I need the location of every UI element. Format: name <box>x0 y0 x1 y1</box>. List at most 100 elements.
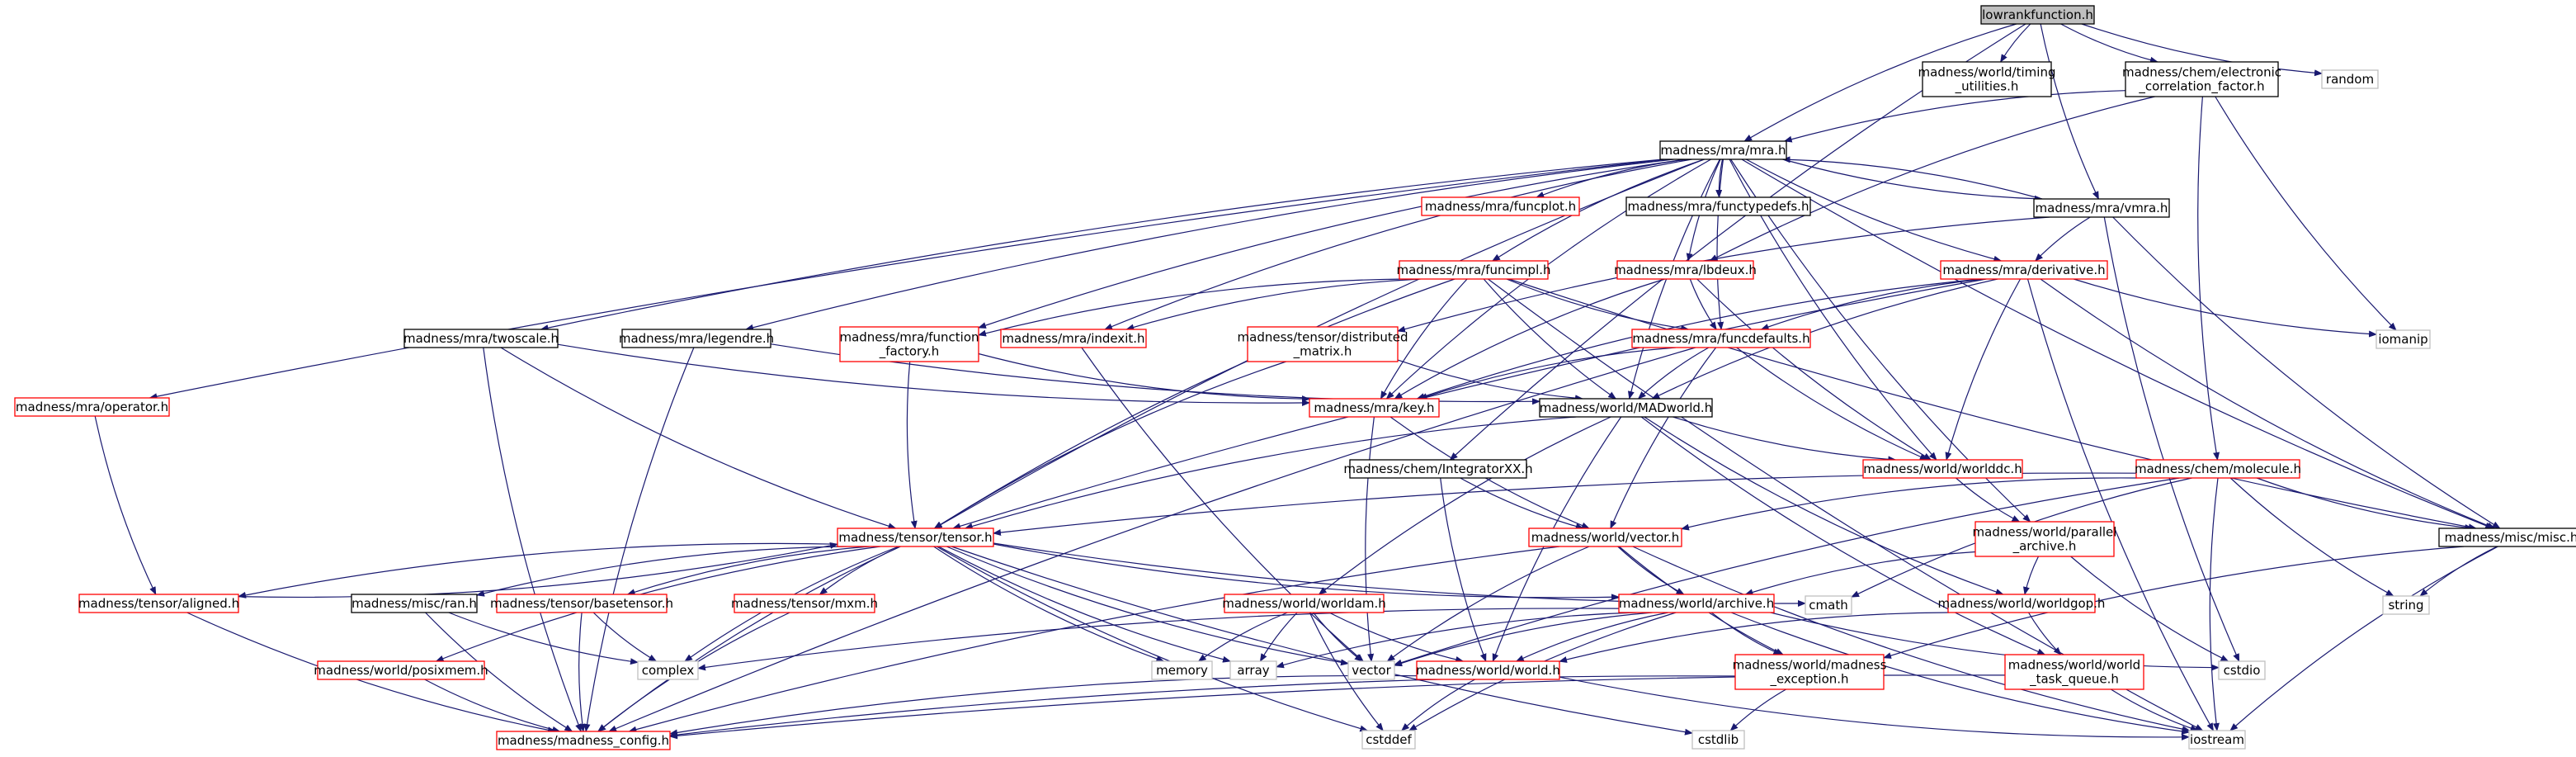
node-complex-box[interactable] <box>637 660 699 680</box>
node-mxm[interactable]: madness/tensor/mxm.h <box>731 594 878 613</box>
node-lowrank-box[interactable] <box>1980 5 2095 25</box>
node-tensor-box[interactable] <box>837 528 994 547</box>
node-complex[interactable]: complex <box>637 660 699 680</box>
node-legendre[interactable]: madness/mra/legendre.h <box>619 329 774 348</box>
node-exception[interactable]: madness/world/madness_exception.h <box>1733 654 1887 690</box>
node-molecule-box[interactable] <box>2135 459 2300 479</box>
node-vmra-box[interactable] <box>2033 198 2170 218</box>
node-string-box[interactable] <box>2382 595 2430 615</box>
node-twoscale[interactable]: madness/mra/twoscale.h <box>403 329 559 348</box>
node-memory[interactable]: memory <box>1151 660 1213 680</box>
node-worlddc[interactable]: madness/world/worlddc.h <box>1862 459 2023 479</box>
node-lbdeux-box[interactable] <box>1616 260 1754 280</box>
node-ecf[interactable]: madness/chem/electronic_correlation_fact… <box>2122 61 2281 97</box>
node-vector[interactable]: madness/world/vector.h <box>1528 528 1682 547</box>
node-config[interactable]: madness/madness_config.h <box>496 731 671 750</box>
node-distmatrix-box[interactable] <box>1247 326 1399 362</box>
node-exception-box[interactable] <box>1734 654 1885 690</box>
node-mra[interactable]: madness/mra/mra.h <box>1659 140 1787 160</box>
node-iostream-box[interactable] <box>2188 730 2246 750</box>
node-ran[interactable]: madness/misc/ran.h <box>351 594 478 613</box>
node-funcplot[interactable]: madness/mra/funcplot.h <box>1421 196 1580 216</box>
node-parallelarchive-box[interactable] <box>1974 521 2115 557</box>
node-random-box[interactable] <box>2321 69 2379 89</box>
node-basetensor-box[interactable] <box>496 594 668 613</box>
node-funcdefaults[interactable]: madness/mra/funcdefaults.h <box>1631 329 1811 348</box>
node-posixmem-box[interactable] <box>317 660 485 680</box>
node-timing[interactable]: madness/world/timing_utilities.h <box>1918 61 2056 97</box>
node-random[interactable]: random <box>2321 69 2379 89</box>
node-indexit-box[interactable] <box>1000 329 1147 348</box>
node-array[interactable]: array <box>1229 660 1277 680</box>
node-twoscale-box[interactable] <box>403 329 559 348</box>
node-lowrank[interactable]: lowrankfunction.h <box>1980 5 2095 25</box>
node-integrator-box[interactable] <box>1349 459 1527 479</box>
node-cstdlib-box[interactable] <box>1691 730 1745 750</box>
node-vectorstd[interactable]: vector <box>1347 660 1395 680</box>
node-indexit[interactable]: madness/mra/indexit.h <box>1000 329 1147 348</box>
node-funcimpl[interactable]: madness/mra/funcimpl.h <box>1396 260 1551 280</box>
node-cstdio-box[interactable] <box>2218 660 2266 680</box>
node-funcimpl-box[interactable] <box>1399 260 1549 280</box>
node-funcfactory[interactable]: madness/mra/function_factory.h <box>839 326 979 362</box>
node-lbdeux[interactable]: madness/mra/lbdeux.h <box>1614 260 1757 280</box>
node-taskqueue-box[interactable] <box>2004 654 2144 690</box>
node-iomanip[interactable]: iomanip <box>2375 329 2431 349</box>
node-aligned-box[interactable] <box>78 594 239 613</box>
node-worldam[interactable]: madness/world/worldam.h <box>1222 594 1386 613</box>
node-vmra[interactable]: madness/mra/vmra.h <box>2033 198 2170 218</box>
node-worldgop[interactable]: madness/world/worldgop.h <box>1938 594 2106 613</box>
node-funcplot-box[interactable] <box>1421 196 1580 216</box>
node-distmatrix[interactable]: madness/tensor/distributed_matrix.h <box>1238 326 1408 362</box>
node-misc-box[interactable] <box>2438 528 2576 547</box>
node-timing-box[interactable] <box>1922 61 2052 97</box>
node-funcfactory-box[interactable] <box>839 326 979 362</box>
node-key[interactable]: madness/mra/key.h <box>1309 398 1440 418</box>
node-ecf-box[interactable] <box>2125 61 2279 97</box>
node-worlddc-box[interactable] <box>1862 459 2023 479</box>
node-taskqueue[interactable]: madness/world/world_task_queue.h <box>2004 654 2144 690</box>
node-cstdio[interactable]: cstdio <box>2218 660 2266 680</box>
node-integrator[interactable]: madness/chem/IntegratorXX.h <box>1343 459 1533 479</box>
node-derivative[interactable]: madness/mra/derivative.h <box>1940 260 2108 280</box>
node-key-box[interactable] <box>1309 398 1440 418</box>
node-misc[interactable]: madness/misc/misc.h <box>2438 528 2576 547</box>
node-derivative-box[interactable] <box>1940 260 2108 280</box>
node-basetensor[interactable]: madness/tensor/basetensor.h <box>490 594 673 613</box>
node-posixmem[interactable]: madness/world/posixmem.h <box>314 660 488 680</box>
node-iomanip-box[interactable] <box>2375 329 2431 349</box>
node-cstddef[interactable]: cstddef <box>1361 730 1416 750</box>
node-config-box[interactable] <box>496 731 671 750</box>
node-madworld[interactable]: madness/world/MADworld.h <box>1539 398 1713 418</box>
node-cstdlib[interactable]: cstdlib <box>1691 730 1745 750</box>
node-string[interactable]: string <box>2382 595 2430 615</box>
node-iostream[interactable]: iostream <box>2188 730 2246 750</box>
node-archive[interactable]: madness/world/archive.h <box>1618 594 1775 613</box>
node-worldam-box[interactable] <box>1224 594 1385 613</box>
node-vector-box[interactable] <box>1528 528 1682 547</box>
node-parallelarchive[interactable]: madness/world/parallel_archive.h <box>1973 521 2117 557</box>
node-operator[interactable]: madness/mra/operator.h <box>14 397 170 417</box>
node-functypedefs[interactable]: madness/mra/functypedefs.h <box>1625 196 1811 216</box>
node-molecule[interactable]: madness/chem/molecule.h <box>2135 459 2301 479</box>
node-functypedefs-box[interactable] <box>1625 196 1811 216</box>
node-ran-box[interactable] <box>351 594 478 613</box>
node-madworld-box[interactable] <box>1539 398 1713 418</box>
node-array-box[interactable] <box>1229 660 1277 680</box>
node-mra-box[interactable] <box>1659 140 1787 160</box>
node-mxm-box[interactable] <box>734 594 875 613</box>
node-aligned[interactable]: madness/tensor/aligned.h <box>78 594 239 613</box>
node-cstddef-box[interactable] <box>1361 730 1416 750</box>
node-funcdefaults-box[interactable] <box>1631 329 1811 348</box>
node-worldgop-box[interactable] <box>1947 594 2096 613</box>
node-cmath-box[interactable] <box>1805 595 1852 615</box>
node-legendre-box[interactable] <box>621 329 771 348</box>
node-vectorstd-box[interactable] <box>1347 660 1395 680</box>
node-archive-box[interactable] <box>1618 594 1775 613</box>
node-memory-box[interactable] <box>1151 660 1213 680</box>
node-world-box[interactable] <box>1416 660 1560 680</box>
node-cmath[interactable]: cmath <box>1805 595 1852 615</box>
node-operator-box[interactable] <box>14 397 170 417</box>
node-tensor[interactable]: madness/tensor/tensor.h <box>837 528 994 547</box>
node-world[interactable]: madness/world/world.h <box>1416 660 1560 680</box>
